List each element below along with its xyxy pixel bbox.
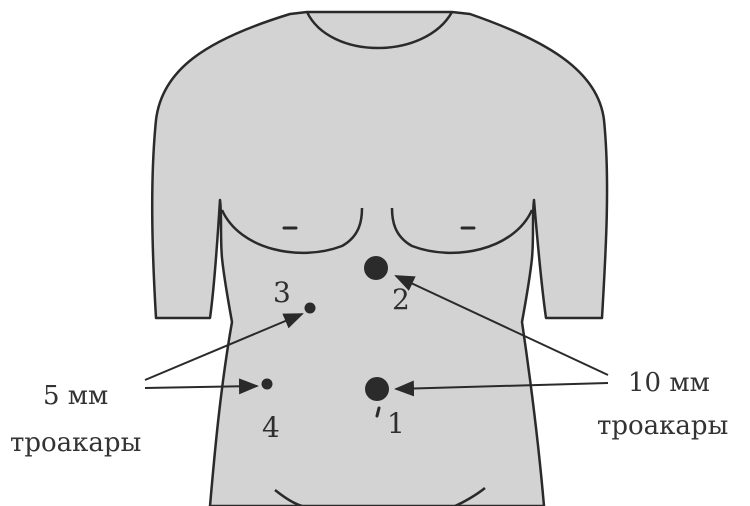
legend-left-size: 5 мм — [43, 383, 108, 409]
port-4-marker — [262, 379, 273, 390]
port-2-marker — [364, 256, 388, 280]
port-1-marker — [365, 377, 389, 401]
port-number-3: 3 — [273, 279, 291, 307]
legend-left-label: троакары — [10, 430, 141, 456]
port-number-1: 1 — [387, 410, 405, 438]
port-3-marker — [305, 303, 316, 314]
legend-right-size: 10 мм — [628, 370, 710, 396]
port-number-4: 4 — [262, 414, 280, 442]
port-1-tick — [377, 408, 379, 416]
legend-right-label: троакары — [597, 413, 728, 439]
port-number-2: 2 — [392, 286, 410, 314]
